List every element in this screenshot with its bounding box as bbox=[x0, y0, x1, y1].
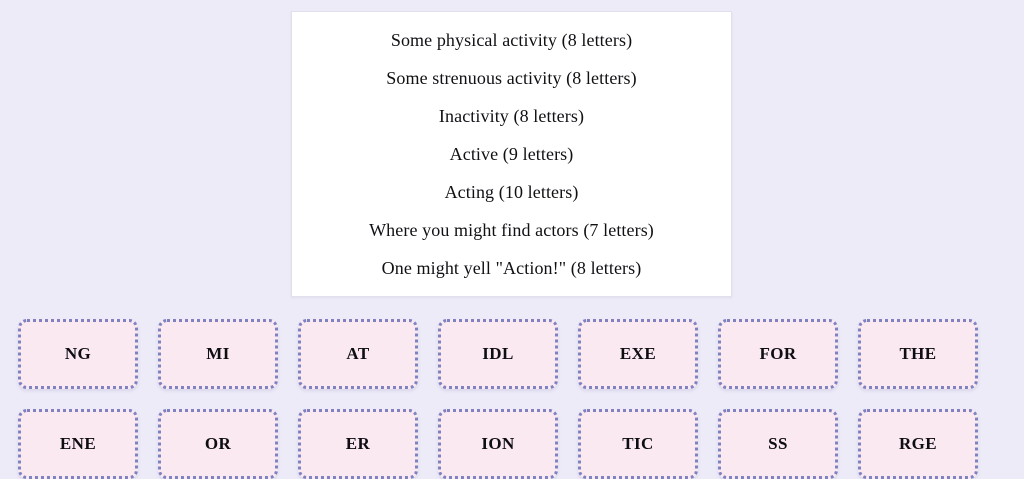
letter-tile-label: NG bbox=[64, 344, 92, 363]
letter-tile[interactable]: ION bbox=[438, 409, 558, 479]
clue-card: Some physical activity (8 letters) Some … bbox=[291, 11, 732, 297]
letter-tile-label: EXE bbox=[619, 344, 657, 363]
letter-tile-label: ER bbox=[345, 434, 371, 453]
letter-tile-label: MI bbox=[206, 344, 230, 363]
clue-line-1: Some physical activity (8 letters) bbox=[390, 30, 633, 50]
letter-tile[interactable]: IDL bbox=[438, 319, 558, 389]
letter-tile[interactable]: ER bbox=[298, 409, 418, 479]
letter-tile[interactable]: MI bbox=[158, 319, 278, 389]
letter-tile-label: RGE bbox=[898, 434, 938, 453]
letter-tile[interactable]: RGE bbox=[858, 409, 978, 479]
letter-tile-label: FOR bbox=[759, 344, 797, 363]
letter-tile[interactable]: OR bbox=[158, 409, 278, 479]
letter-tile-label: IDL bbox=[482, 344, 514, 363]
letter-tile-label: SS bbox=[768, 434, 788, 453]
clue-line-7: One might yell "Action!" (8 letters) bbox=[381, 258, 642, 278]
letter-tile[interactable]: AT bbox=[298, 319, 418, 389]
letter-tile-label: THE bbox=[899, 344, 937, 363]
letter-tile[interactable]: FOR bbox=[718, 319, 838, 389]
letter-tile-label: AT bbox=[346, 344, 370, 363]
clue-line-2: Some strenuous activity (8 letters) bbox=[386, 68, 637, 88]
letter-tile[interactable]: SS bbox=[718, 409, 838, 479]
letter-tile[interactable]: EXE bbox=[578, 319, 698, 389]
clue-line-3: Inactivity (8 letters) bbox=[438, 106, 585, 126]
letter-tile-label: ION bbox=[481, 434, 515, 453]
clue-line-4: Active (9 letters) bbox=[449, 144, 574, 164]
letter-tile[interactable]: ENE bbox=[18, 409, 138, 479]
letter-tile[interactable]: NG bbox=[18, 319, 138, 389]
letter-tile-label: OR bbox=[204, 434, 232, 453]
letter-tile-label: ENE bbox=[59, 434, 97, 453]
letter-tile[interactable]: TIC bbox=[578, 409, 698, 479]
tile-grid: NG MI AT IDL EXE FOR THE ENE OR ER ION T… bbox=[18, 319, 978, 479]
clue-line-6: Where you might find actors (7 letters) bbox=[369, 220, 654, 240]
clue-line-5: Acting (10 letters) bbox=[444, 182, 579, 202]
letter-tile-label: TIC bbox=[622, 434, 654, 453]
letter-tile[interactable]: THE bbox=[858, 319, 978, 389]
